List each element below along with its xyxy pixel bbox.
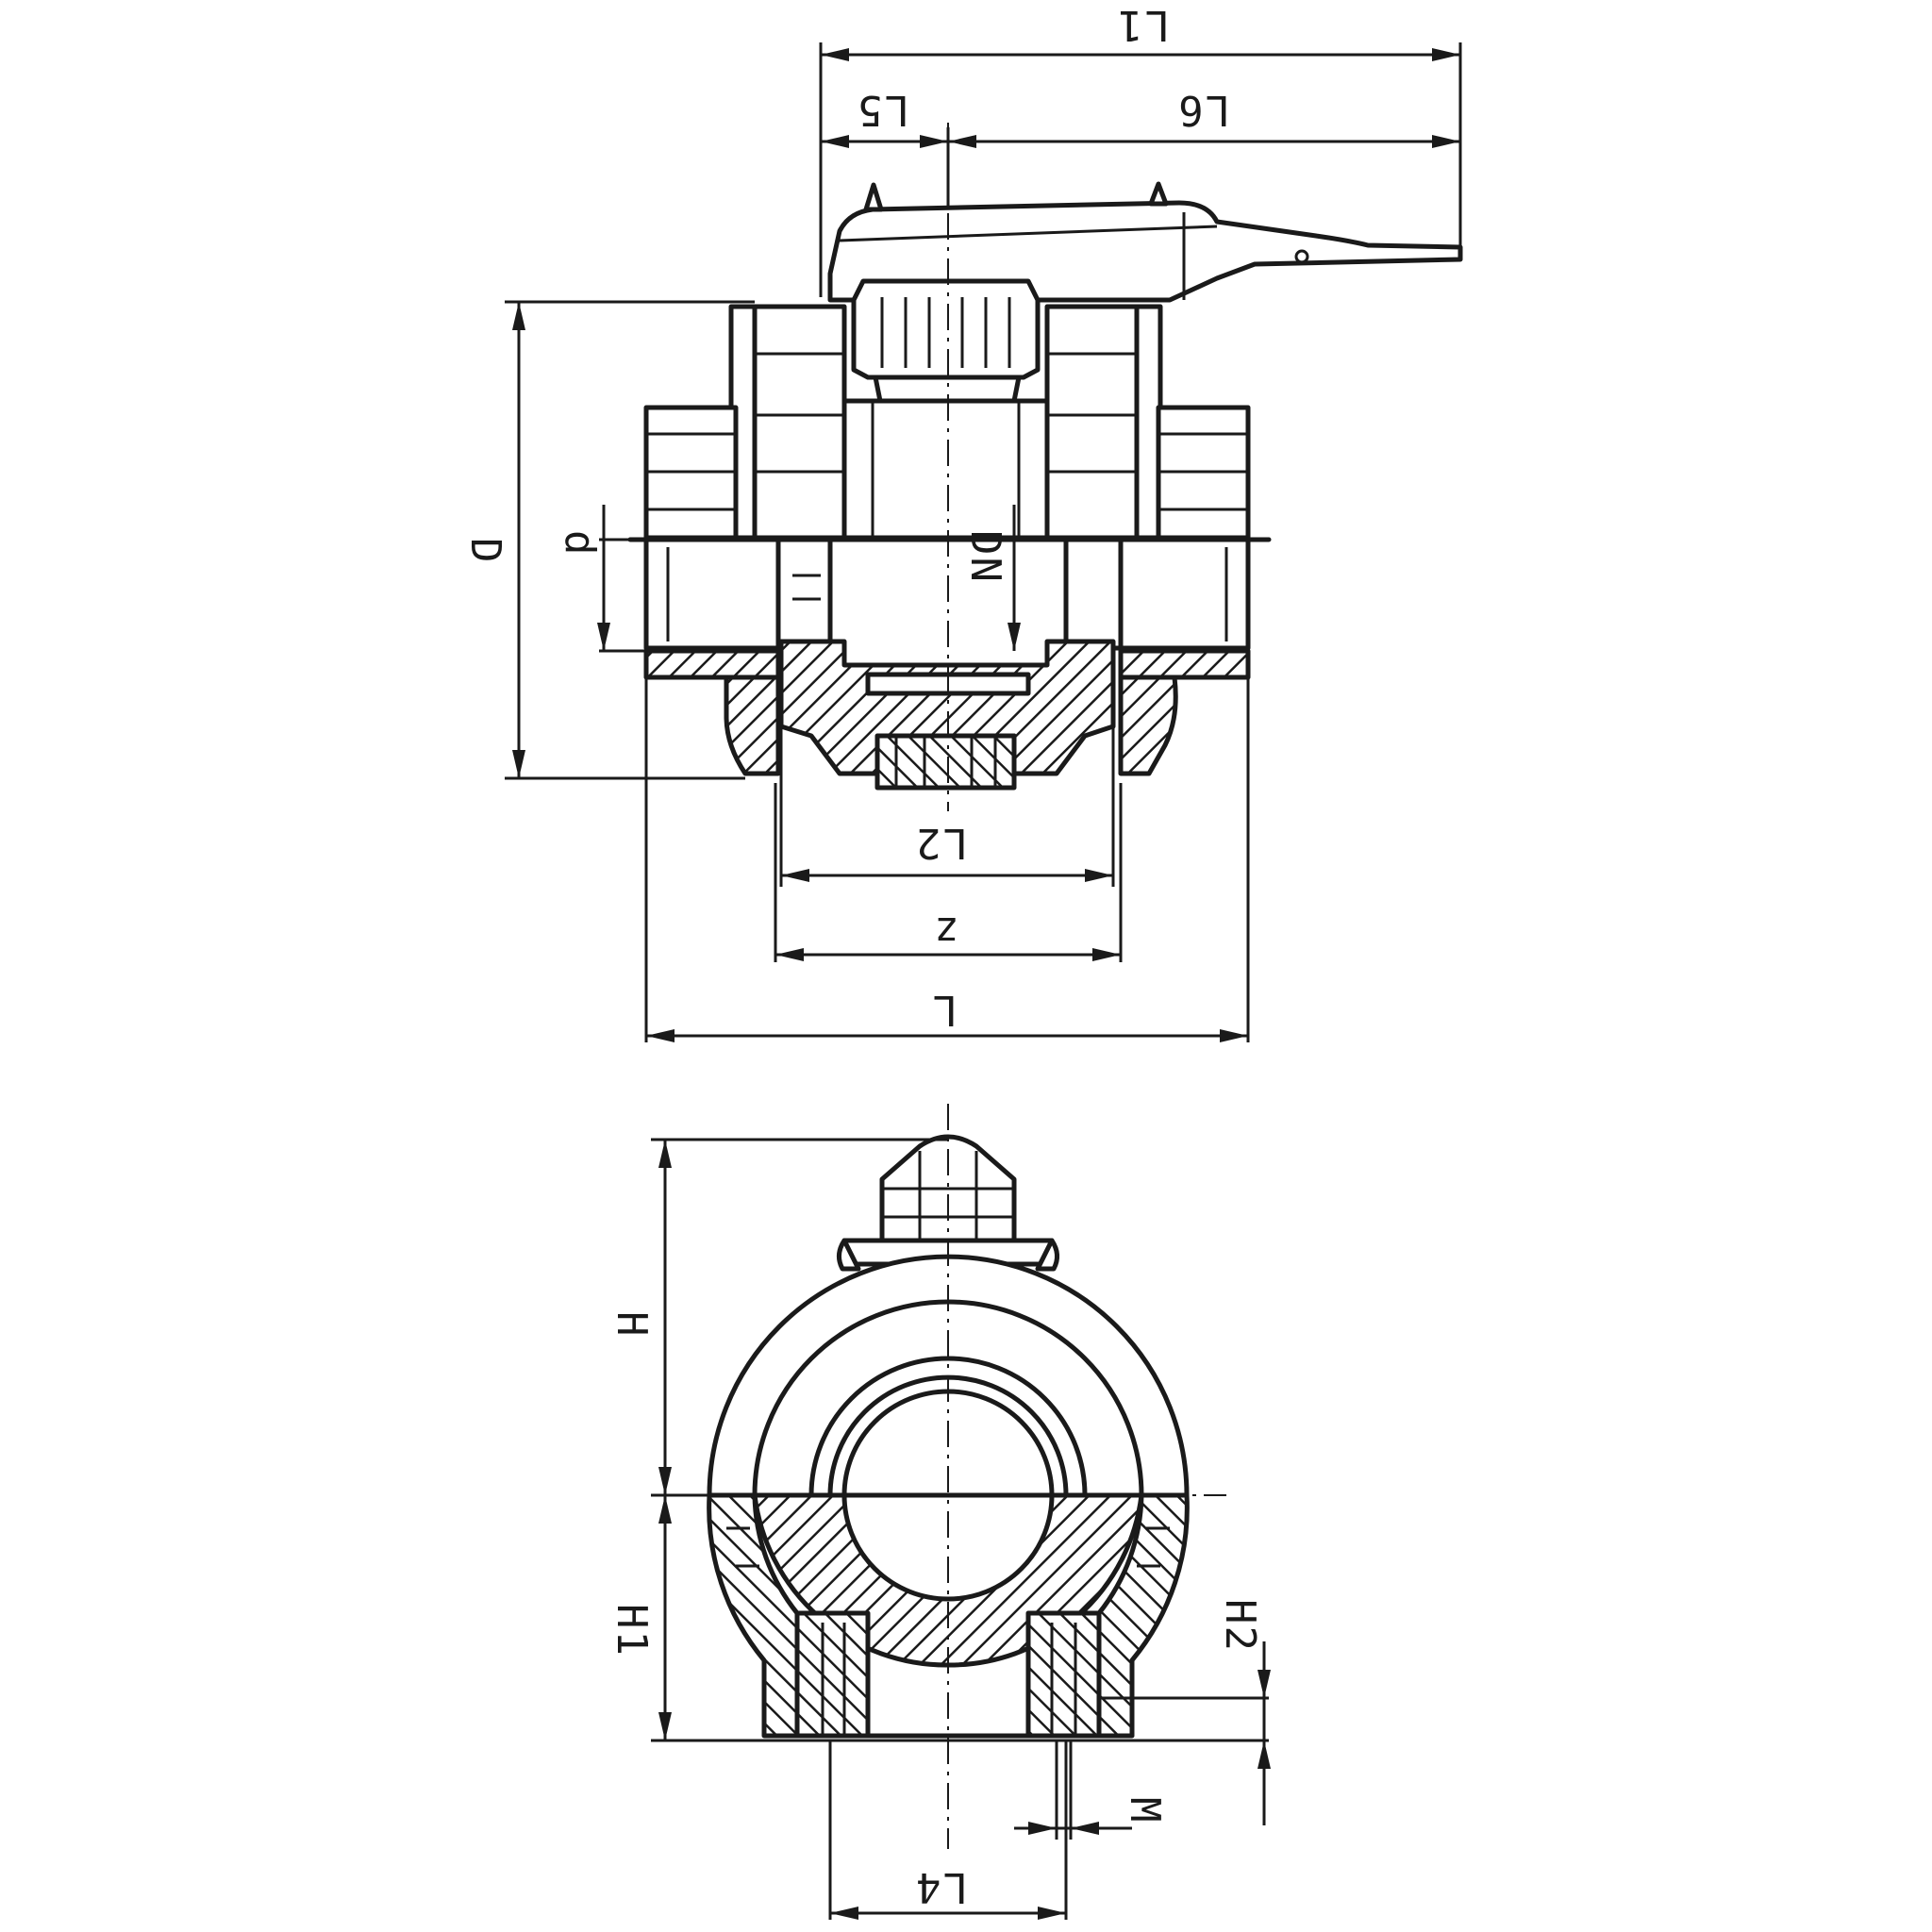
- label-DN: DN: [961, 530, 1009, 584]
- label-L6: L6: [1176, 86, 1230, 134]
- label-L1: L1: [1116, 1, 1170, 49]
- label-H: H: [608, 1311, 656, 1339]
- valve-handle: [827, 181, 1463, 303]
- side-view: L1 L5 L6 D d DN L2 z L: [461, 1, 1463, 1042]
- label-D: D: [461, 538, 509, 565]
- pipe-ends: [627, 537, 1272, 651]
- valve-stem: [851, 278, 1041, 404]
- label-L2: L2: [914, 819, 968, 867]
- front-view-labels: H H1 H2 M L4: [608, 1311, 1264, 1911]
- front-dimension-lines: [651, 1138, 1271, 1920]
- label-L4: L4: [914, 1863, 968, 1911]
- label-d: d: [556, 530, 604, 558]
- label-L5: L5: [856, 86, 909, 134]
- label-L: L: [931, 986, 958, 1034]
- front-view: H H1 H2 M L4: [608, 1104, 1271, 1920]
- label-M: M: [1121, 1797, 1169, 1824]
- dimension-lines: [505, 42, 1462, 1042]
- label-H2: H2: [1216, 1599, 1264, 1653]
- label-z: z: [933, 908, 960, 956]
- valve-body-section: [643, 639, 1251, 791]
- union-nut-right: [1156, 405, 1251, 541]
- union-nut-left: [643, 405, 739, 541]
- label-H1: H1: [608, 1604, 656, 1657]
- side-view-labels: L1 L5 L6 D d DN L2 z L: [461, 1, 1230, 1034]
